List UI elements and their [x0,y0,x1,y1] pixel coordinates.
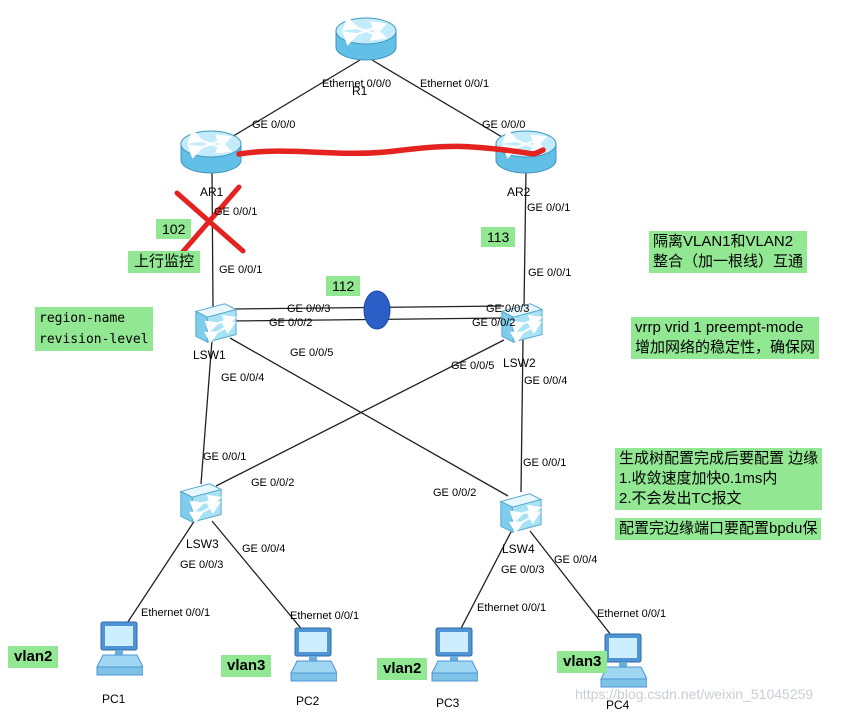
link-lsw1-lsw4 [229,337,509,497]
link-r1-ar2 [371,59,525,151]
blue-ellipse-annotation [363,290,391,330]
link-lsw2-lsw3 [215,339,505,487]
router-icon-r1[interactable] [336,18,396,60]
port-label: GE 0/0/4 [221,372,265,384]
port-label: GE 0/0/3 [287,303,331,315]
port-label: GE 0/0/0 [482,119,526,131]
note-vlan-isolation: 隔离VLAN1和VLAN2 整合（加一根线）互通 [649,231,808,273]
device-label-lsw3: LSW3 [186,537,219,551]
port-label: GE 0/0/1 [527,202,571,214]
note-line: 增加网络的稳定性，确保网 [635,339,816,356]
tag-vlan2-pc3: vlan2 [377,658,428,680]
tag-112: 112 [326,276,361,296]
device-label-ar1: AR1 [200,185,224,199]
switch-icon-lsw1[interactable] [196,304,236,342]
note-line: 整合（加一根线）互通 [653,253,804,270]
note-line: 隔离VLAN1和VLAN2 [653,233,794,250]
link-ar1-lsw1 [211,169,214,309]
note-bpdu-protection: 配置完边缘端口要配置bpdu保 [615,518,822,540]
pc-icon-pc1[interactable] [96,621,143,676]
port-label: GE 0/0/1 [219,264,263,276]
link-lsw3-pc1 [119,519,196,635]
device-label-r1: R1 [352,84,368,98]
note-region-config: region-name revision-level [35,307,153,351]
port-label: GE 0/0/2 [251,477,295,489]
pc-icon-pc3[interactable] [431,627,478,682]
port-label: GE 0/0/1 [214,206,258,218]
tag-102: 102 [156,219,192,239]
link-lsw4-pc3 [455,529,513,639]
port-label: GE 0/0/2 [472,317,516,329]
port-label: GE 0/0/2 [433,487,477,499]
red-cross-annotation [177,184,242,258]
port-label: GE 0/0/3 [501,564,545,576]
link-lsw4-pc4 [529,530,619,645]
note-line: 生成树配置完成后要配置 边缘 [619,450,819,467]
note-line: 2.不会发出TC报文 [619,490,742,507]
port-label: GE 0/0/1 [523,457,567,469]
tag-vlan3-pc4: vlan3 [557,651,608,673]
port-label: GE 0/0/4 [242,543,286,555]
note-line: vrrp vrid 1 preempt-mode [635,319,804,336]
note-line: 1.收敛速度加快0.1ms内 [619,470,778,487]
note-vrrp: vrrp vrid 1 preempt-mode 增加网络的稳定性，确保网 [631,317,820,359]
link-ar2-lsw2 [523,169,527,309]
red-annotations [174,143,546,258]
tag-vlan3-pc2: vlan3 [221,655,272,677]
pc-icon-pc4[interactable] [600,633,647,688]
tag-uplink-monitor: 上行监控 [128,251,201,273]
port-label: Ethernet 0/0/0 [322,78,392,90]
device-label-pc1: PC1 [102,692,126,706]
port-label: GE 0/0/4 [554,554,598,566]
port-label: GE 0/0/5 [451,360,495,372]
switch-icon-lsw4[interactable] [501,494,541,532]
note-line: revision-level [39,332,149,347]
device-label-lsw1: LSW1 [193,348,226,362]
pc-icon-pc2[interactable] [290,627,337,682]
link-lsw3-pc2 [211,520,310,639]
port-label: Ethernet 0/0/1 [290,610,360,622]
port-label: GE 0/0/3 [180,559,224,571]
port-label: GE 0/0/0 [252,119,296,131]
switch-icon-lsw3[interactable] [181,484,221,522]
note-line: region-name [39,311,126,326]
port-label: Ethernet 0/0/1 [477,602,547,614]
tag-113: 113 [481,227,516,247]
device-label-pc4: PC4 [606,698,630,712]
port-label: Ethernet 0/0/1 [420,78,490,90]
port-label: GE 0/0/1 [203,451,247,463]
device-label-pc3: PC3 [436,696,460,710]
watermark-text: https://blog.csdn.net/weixin_51045259 [575,686,814,702]
link-lsw1-lsw3 [200,339,213,485]
port-label: GE 0/0/2 [269,317,313,329]
tag-vlan2-pc1: vlan2 [8,646,59,668]
router-icon-ar1[interactable] [181,131,241,173]
note-line: 配置完边缘端口要配置bpdu保 [619,520,818,537]
port-label: GE 0/0/3 [486,303,530,315]
port-label: Ethernet 0/0/1 [141,607,211,619]
link-r1-ar1 [209,59,361,151]
device-label-lsw2: LSW2 [503,356,536,370]
port-label: Ethernet 0/0/1 [597,608,667,620]
red-line-annotation [236,143,546,157]
device-label-pc2: PC2 [296,694,320,708]
port-label: GE 0/0/1 [528,267,572,279]
link-lsw2-lsw4 [520,339,524,493]
device-label-ar2: AR2 [507,185,531,199]
port-label: GE 0/0/4 [524,375,568,387]
port-label: GE 0/0/5 [290,347,334,359]
device-label-lsw4: LSW4 [502,542,535,556]
note-stp-edge-port: 生成树配置完成后要配置 边缘 1.收敛速度加快0.1ms内 2.不会发出TC报文 [615,448,823,510]
